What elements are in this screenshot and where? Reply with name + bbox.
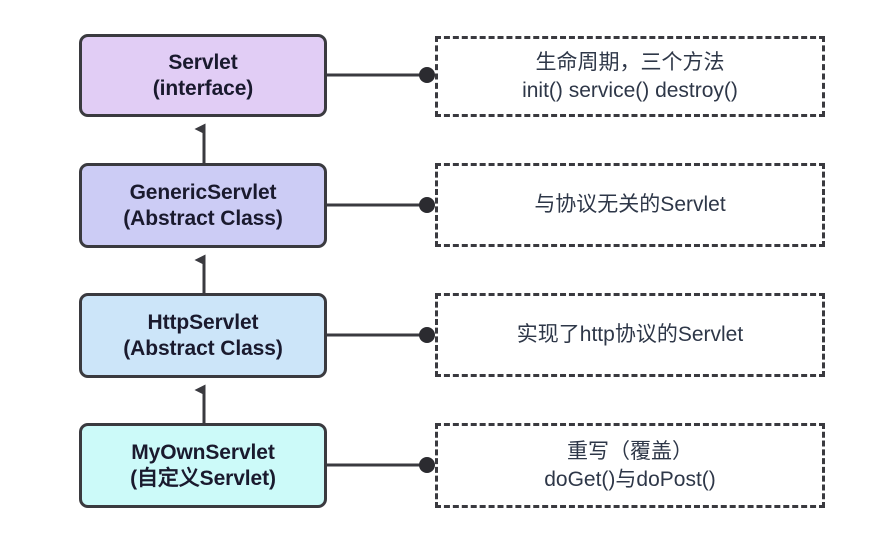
note-box-generic-servlet[interactable]: 与协议无关的Servlet <box>435 163 825 247</box>
class-box-servlet-name: Servlet <box>168 50 238 74</box>
note-anchor-dot-my-own-servlet <box>419 457 435 473</box>
note-anchor-dot-http-servlet <box>419 327 435 343</box>
class-box-generic-servlet-name: GenericServlet <box>129 180 277 204</box>
note-box-generic-servlet-line1: 与协议无关的Servlet <box>534 193 726 217</box>
class-box-http-servlet[interactable]: HttpServlet (Abstract Class) <box>79 293 327 378</box>
class-box-my-own-servlet[interactable]: MyOwnServlet (自定义Servlet) <box>79 423 327 508</box>
note-box-my-own-servlet-line2: doGet()与doPost() <box>544 467 716 491</box>
note-box-servlet[interactable]: 生命周期，三个方法 init() service() destroy() <box>435 36 825 117</box>
class-box-http-servlet-name: HttpServlet <box>147 310 259 334</box>
class-box-my-own-servlet-stereotype: (自定义Servlet) <box>130 466 276 490</box>
note-box-servlet-line2: init() service() destroy() <box>522 78 738 102</box>
class-box-my-own-servlet-name: MyOwnServlet <box>131 440 275 464</box>
note-anchor-dot-servlet <box>419 67 435 83</box>
note-box-my-own-servlet[interactable]: 重写（覆盖） doGet()与doPost() <box>435 423 825 508</box>
class-box-http-servlet-stereotype: (Abstract Class) <box>123 336 283 360</box>
note-box-my-own-servlet-line1: 重写（覆盖） <box>567 439 693 463</box>
note-anchor-dot-generic-servlet <box>419 197 435 213</box>
class-box-generic-servlet[interactable]: GenericServlet (Abstract Class) <box>79 163 327 248</box>
class-box-servlet[interactable]: Servlet (interface) <box>79 34 327 117</box>
note-box-servlet-line1: 生命周期，三个方法 <box>535 50 725 74</box>
class-box-servlet-stereotype: (interface) <box>152 76 254 100</box>
class-box-generic-servlet-stereotype: (Abstract Class) <box>123 206 283 230</box>
note-box-http-servlet-line1: 实现了http协议的Servlet <box>516 323 744 347</box>
note-box-http-servlet[interactable]: 实现了http协议的Servlet <box>435 293 825 377</box>
